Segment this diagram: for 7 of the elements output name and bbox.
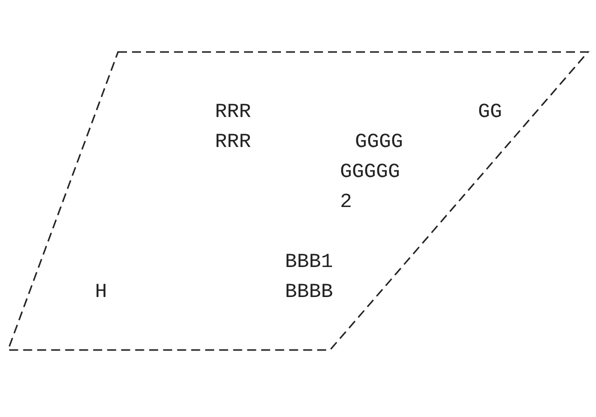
letter-text: RRR RRR (215, 100, 252, 156)
letter-text: H (95, 280, 108, 306)
letter-text: GGGG (355, 130, 404, 156)
letter-text: GGGGG (340, 160, 402, 186)
letter-text: BBB1 BBBB (285, 250, 334, 306)
letter-text: 2 (340, 190, 354, 216)
letter-text: GG (478, 100, 504, 126)
